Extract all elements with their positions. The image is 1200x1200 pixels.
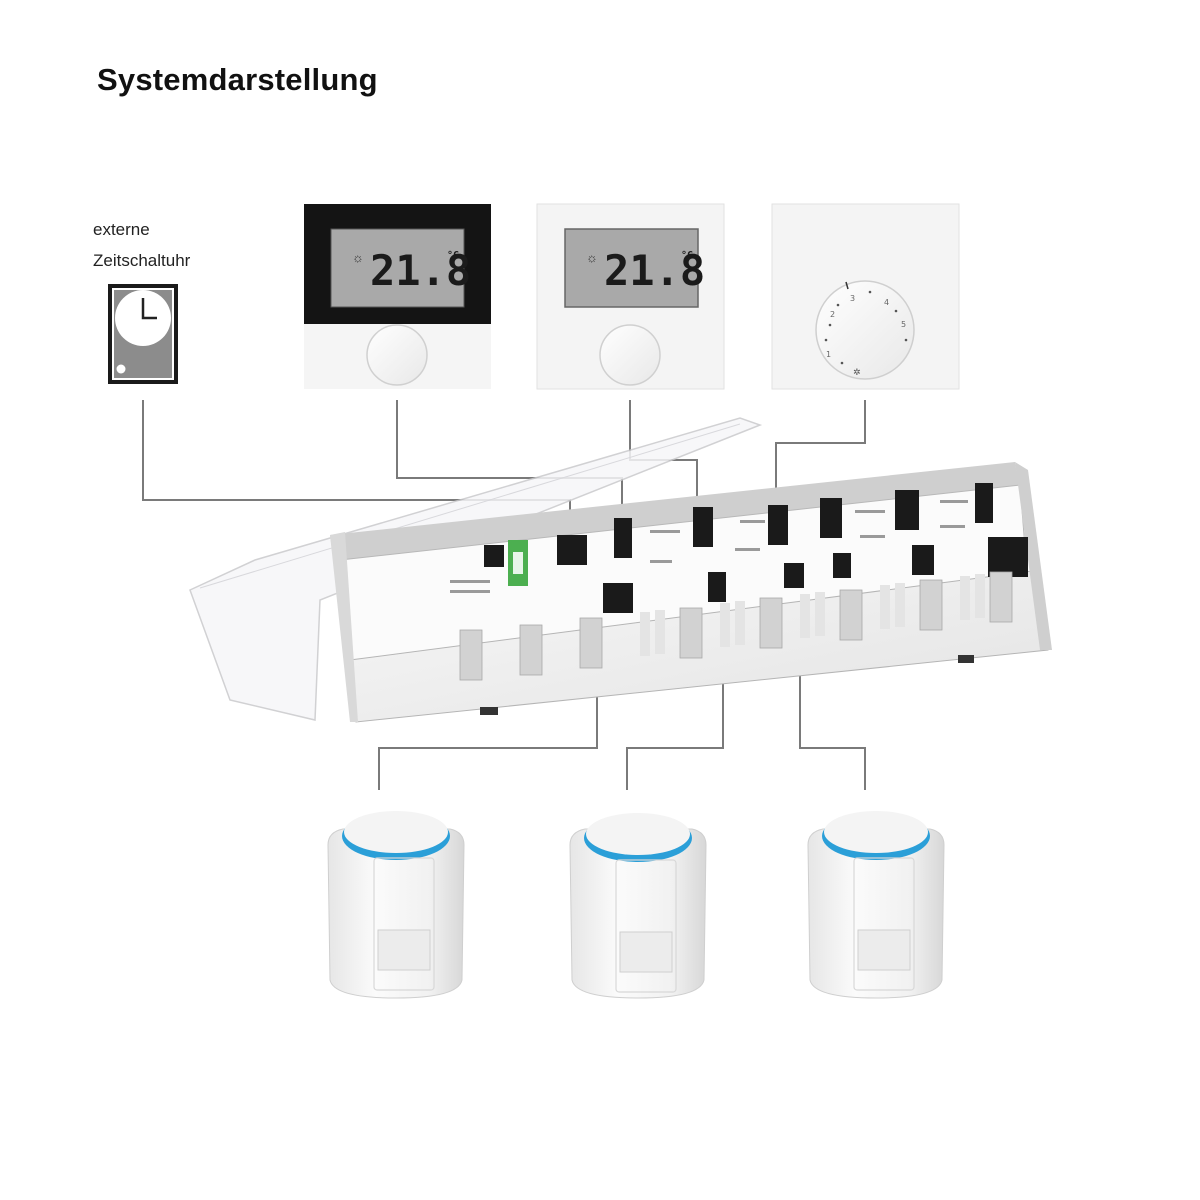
- timer-label-line1: externe: [93, 220, 150, 239]
- connector-lines: [142, 400, 866, 790]
- timer-label-line2: Zeitschaltuhr: [93, 251, 191, 270]
- connector-thermostat-3: [775, 400, 866, 500]
- actuator-2: [569, 813, 707, 999]
- thermostat-analog: 1 2 3 4 5 ✲: [771, 203, 960, 390]
- dial-knob: [815, 280, 915, 380]
- lcd-sun-icon: ☼: [352, 250, 364, 265]
- thermostat-digital-white: ☼ 21.8 °C: [536, 203, 725, 390]
- dial-mark-1: 1: [826, 350, 831, 359]
- dial-mark-3: 3: [850, 294, 855, 303]
- lcd-unit: °C: [681, 250, 693, 261]
- actuator-1: [327, 811, 465, 999]
- dial-mark-4: 4: [884, 298, 889, 307]
- lcd-temperature: 21.8: [370, 246, 471, 295]
- thermostat-digital-black: ☼ 21.8 °C: [304, 204, 491, 389]
- timer-led: [116, 364, 126, 374]
- frost-icon: ✲: [853, 367, 861, 377]
- dial-mark-5: 5: [901, 320, 906, 329]
- connector-thermostat-1: [396, 400, 623, 520]
- connector-actuator-1: [378, 660, 598, 790]
- lcd-temperature: 21.8: [604, 246, 705, 295]
- thermostat-knob: [599, 324, 661, 386]
- connector-actuator-2: [626, 660, 724, 790]
- thermostat-knob: [366, 324, 428, 386]
- page-title: Systemdarstellung: [97, 62, 378, 97]
- lcd-unit: °C: [447, 250, 459, 261]
- connector-actuator-3: [799, 660, 866, 790]
- control-unit: [189, 417, 1052, 723]
- lcd-sun-icon: ☼: [586, 250, 598, 265]
- timer-device: [108, 284, 178, 384]
- dial-mark-2: 2: [830, 310, 835, 319]
- actuator-3: [807, 811, 945, 999]
